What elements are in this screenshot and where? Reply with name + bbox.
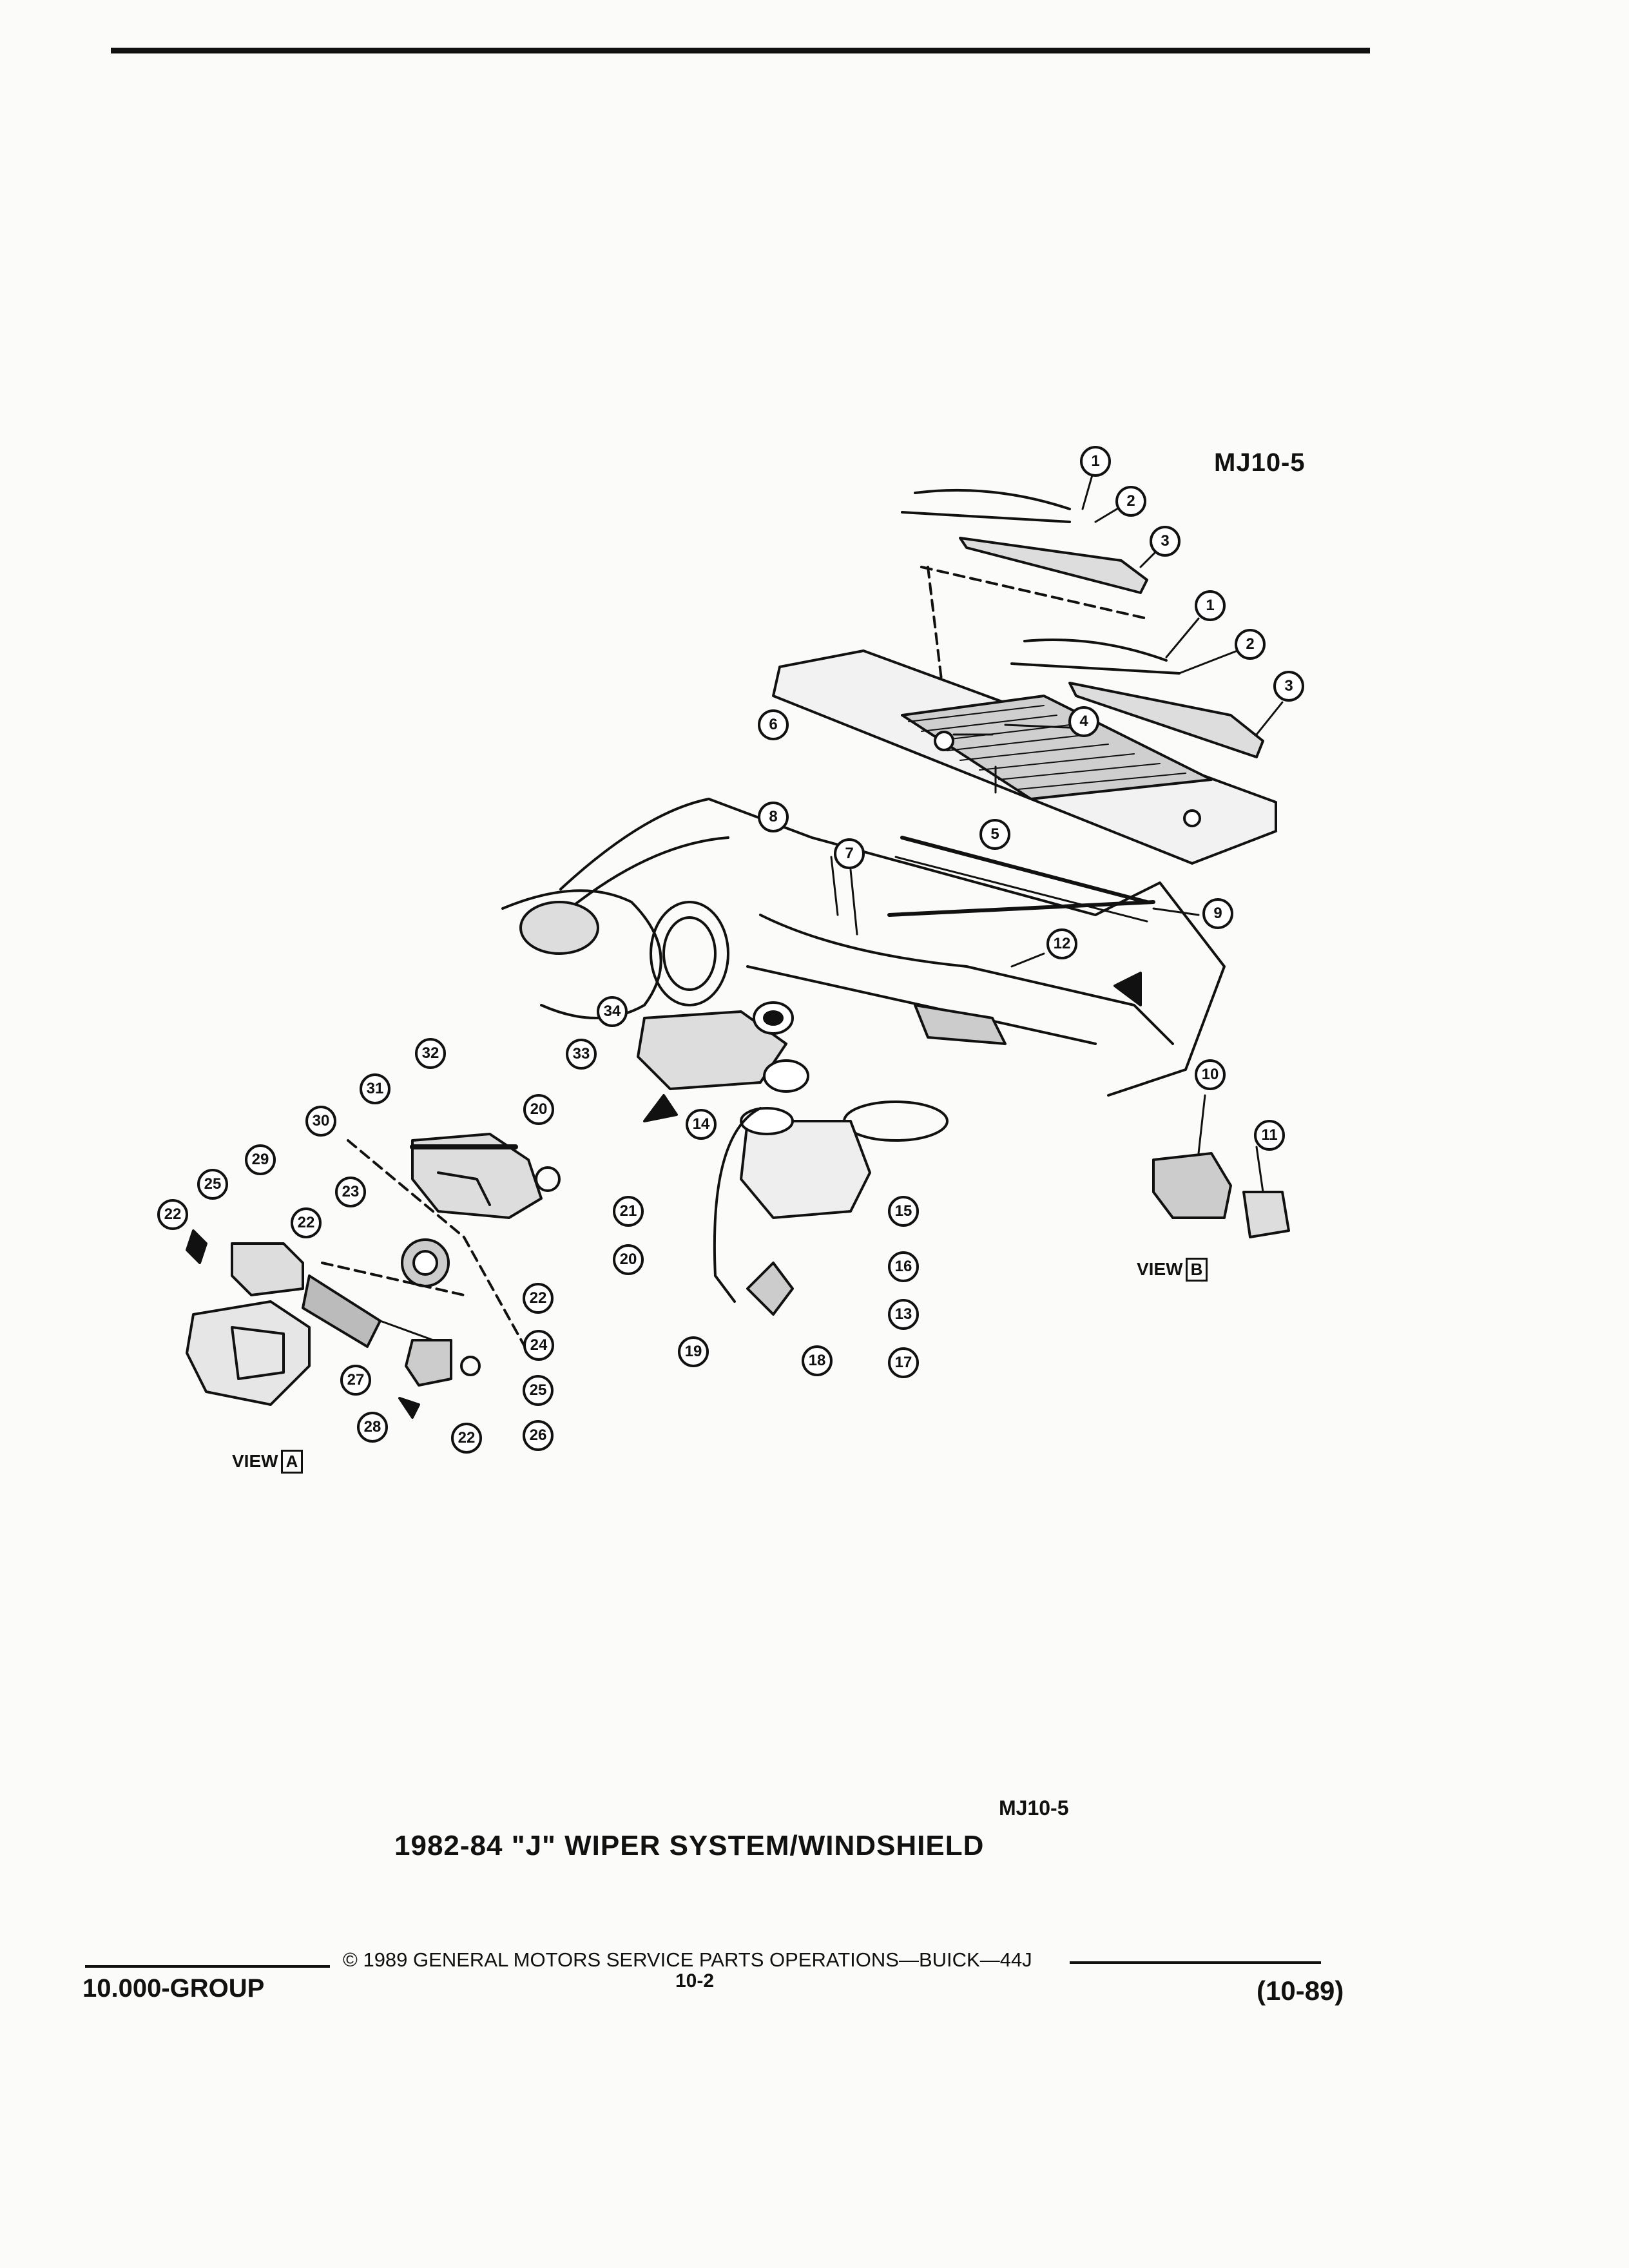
- callout-27: 27: [340, 1365, 371, 1396]
- footer-copyright: © 1989 GENERAL MOTORS SERVICE PARTS OPER…: [343, 1948, 1032, 1971]
- callout-29: 29: [245, 1144, 276, 1175]
- figure-caption: 1982-84 "J" WIPER SYSTEM/WINDSHIELD: [394, 1830, 985, 1861]
- callout-20-upper: 20: [523, 1094, 554, 1125]
- callout-1-lower: 1: [1195, 590, 1226, 621]
- callout-34: 34: [597, 996, 628, 1027]
- figure-code-bottom: MJ10-5: [999, 1796, 1069, 1820]
- view-a-letter: A: [280, 1450, 304, 1474]
- figure-code-top: MJ10-5: [1214, 448, 1306, 477]
- callout-24: 24: [523, 1330, 554, 1361]
- callout-19: 19: [678, 1336, 709, 1367]
- footer-group: 10.000-GROUP: [82, 1974, 265, 2003]
- callout-10: 10: [1195, 1059, 1226, 1090]
- callout-3-upper: 3: [1150, 526, 1181, 557]
- callout-5: 5: [979, 819, 1010, 850]
- callout-4: 4: [1068, 706, 1099, 737]
- callout-12: 12: [1046, 928, 1077, 959]
- callout-33: 33: [566, 1039, 597, 1070]
- callout-22-right: 22: [523, 1283, 554, 1314]
- callout-14: 14: [686, 1109, 717, 1140]
- callout-25-left: 25: [197, 1169, 228, 1200]
- view-a-word: VIEW: [232, 1451, 278, 1471]
- view-b-word: VIEW: [1137, 1259, 1183, 1279]
- callout-18: 18: [802, 1345, 833, 1376]
- callout-20-lower: 20: [613, 1244, 644, 1275]
- callout-8: 8: [758, 802, 789, 832]
- callout-9: 9: [1202, 898, 1233, 929]
- callout-28: 28: [357, 1412, 388, 1443]
- callout-23: 23: [335, 1177, 366, 1207]
- callout-1-upper: 1: [1080, 446, 1111, 477]
- callout-22-bottom: 22: [451, 1423, 482, 1454]
- callout-16: 16: [888, 1251, 919, 1282]
- callout-7: 7: [834, 838, 865, 869]
- callout-11: 11: [1254, 1120, 1285, 1151]
- callout-22-mid: 22: [291, 1207, 322, 1238]
- callout-22-left: 22: [157, 1199, 188, 1230]
- footer-date: (10-89): [1257, 1975, 1344, 2006]
- callout-3-lower: 3: [1273, 671, 1304, 702]
- callout-2-upper: 2: [1115, 486, 1146, 517]
- callout-21: 21: [613, 1196, 644, 1227]
- callout-15: 15: [888, 1196, 919, 1227]
- callout-30: 30: [305, 1106, 336, 1137]
- callout-25-right: 25: [523, 1375, 554, 1406]
- footer-page-number: 10-2: [675, 1970, 715, 1992]
- footer-rule-left: [85, 1965, 330, 1968]
- callout-26: 26: [523, 1420, 554, 1451]
- callout-32: 32: [415, 1038, 446, 1069]
- top-rule: [111, 48, 1370, 53]
- callout-6: 6: [758, 709, 789, 740]
- callout-13: 13: [888, 1299, 919, 1330]
- callout-17: 17: [888, 1347, 919, 1378]
- footer-rule-right: [1070, 1961, 1321, 1964]
- view-b-letter: B: [1185, 1258, 1208, 1282]
- callout-2-lower: 2: [1235, 629, 1266, 660]
- callout-31: 31: [360, 1073, 390, 1104]
